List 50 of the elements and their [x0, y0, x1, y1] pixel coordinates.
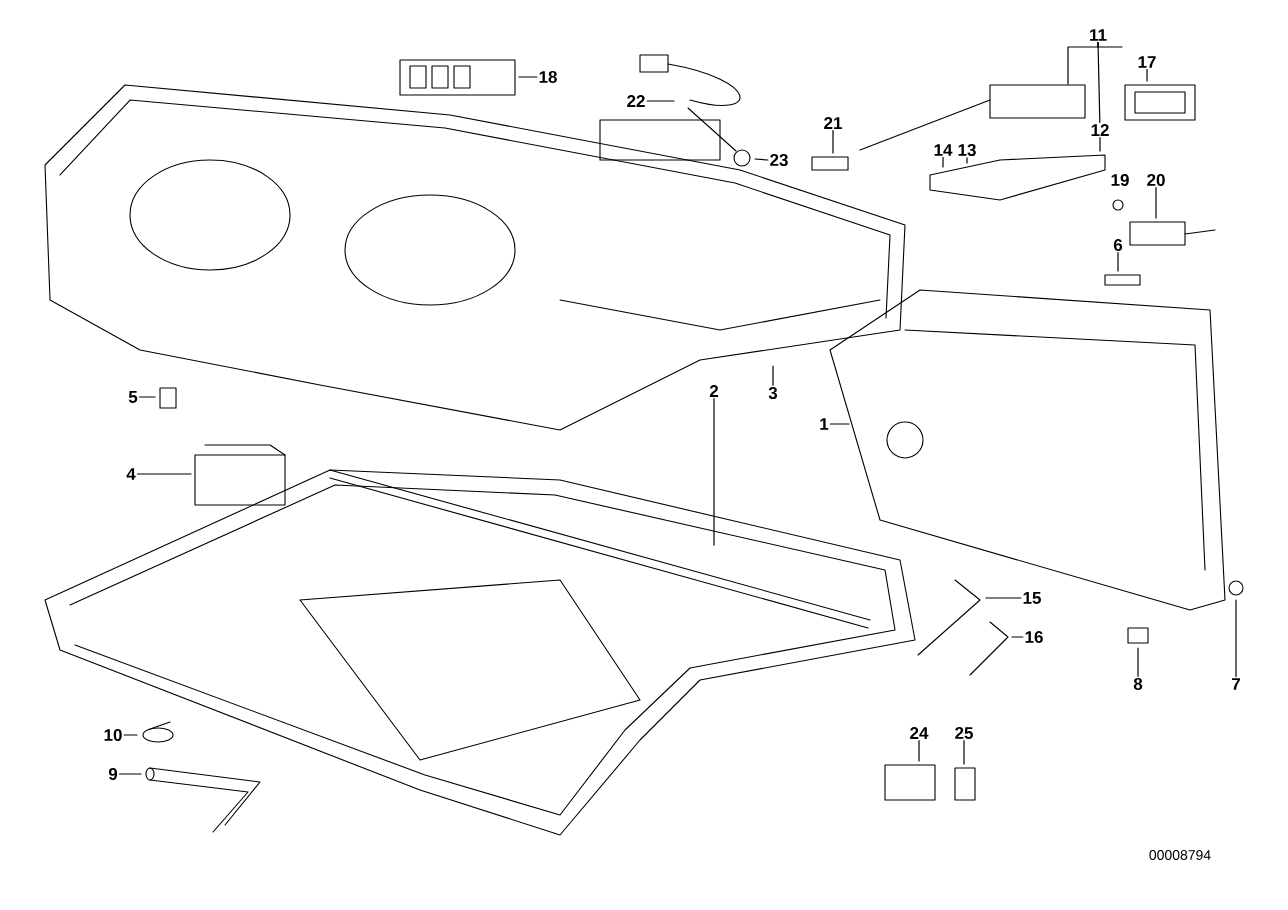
leader-line — [123, 734, 138, 736]
callout-number: 13 — [958, 143, 976, 157]
leader-line — [1235, 599, 1237, 678]
callout-number: 8 — [1133, 678, 1143, 690]
callout-number: 15 — [1023, 592, 1041, 604]
leader-line — [1011, 636, 1024, 638]
callout-number: 17 — [1138, 56, 1156, 68]
callout-number: 22 — [627, 95, 645, 107]
callout-number: 7 — [1232, 678, 1240, 690]
leader-line — [918, 740, 920, 762]
leader-line — [966, 157, 968, 164]
leader-line — [832, 130, 834, 154]
callout-number: 12 — [1091, 124, 1109, 136]
leader-line — [942, 156, 944, 168]
callout-number: 23 — [770, 153, 788, 167]
leader-line — [646, 100, 675, 102]
callout-number: 5 — [128, 391, 138, 403]
callout-number: 21 — [824, 117, 842, 129]
callout-number: 14 — [934, 144, 953, 156]
leader-line — [1155, 187, 1157, 219]
callout-number: 19 — [1111, 174, 1129, 186]
leader-line — [1146, 68, 1148, 82]
callout-number: 4 — [126, 468, 136, 480]
callout-number: 16 — [1025, 631, 1043, 643]
leader-line — [136, 473, 192, 475]
leader-line — [754, 158, 769, 161]
callout-number: 6 — [1113, 239, 1123, 251]
callout-number: 24 — [910, 727, 929, 739]
leader-line — [772, 365, 774, 386]
callout-number: 20 — [1147, 174, 1165, 186]
callout-number: 2 — [709, 385, 719, 397]
callout-number: 3 — [768, 386, 778, 400]
leader-line — [1097, 41, 1123, 48]
leader-line — [985, 597, 1022, 599]
leader-line — [118, 773, 142, 775]
leader-line — [829, 423, 850, 425]
leader-line — [518, 76, 538, 78]
callout-number: 18 — [539, 71, 557, 83]
leader-line — [1117, 252, 1119, 272]
callout-number: 9 — [108, 768, 118, 780]
leader-line — [138, 396, 156, 398]
callout-number: 25 — [955, 727, 973, 739]
leader-line — [1137, 647, 1139, 677]
callout-number: 1 — [820, 418, 829, 430]
leader-line — [963, 740, 965, 765]
callout-number: 10 — [104, 729, 122, 741]
callout-number: 11 — [1090, 29, 1107, 41]
leader-line — [713, 398, 715, 546]
drawing-number: 00008794 — [1149, 850, 1211, 860]
leader-line — [1099, 137, 1101, 152]
